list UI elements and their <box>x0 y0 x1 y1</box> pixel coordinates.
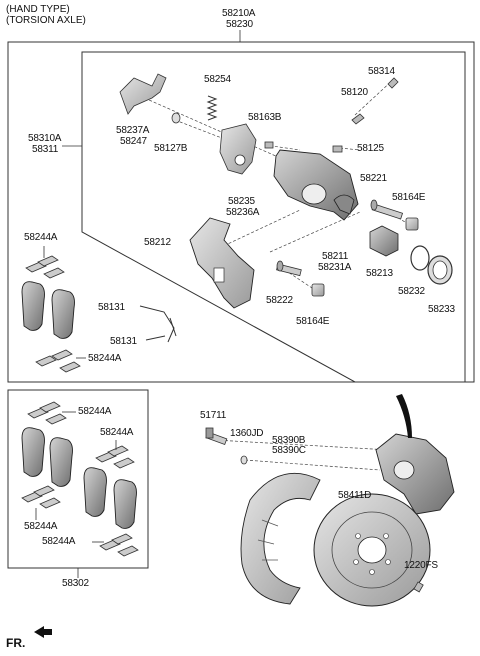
label-58230: 58230 <box>226 19 253 30</box>
disc-screw <box>413 581 424 593</box>
label-58411d: 58411D <box>338 490 372 501</box>
brake-pads-upper <box>21 281 75 339</box>
label-58164e-bottom: 58164E <box>296 316 330 327</box>
guide-pin-upper <box>370 199 404 220</box>
label-58211: 58211 <box>322 251 349 262</box>
label-58244a-1: 58244A <box>24 232 58 243</box>
label-58244a-3: 58244A <box>78 406 112 417</box>
label-58125: 58125 <box>357 143 384 154</box>
boot-58164e-lower <box>311 283 325 297</box>
pad-kit-pads-1 <box>21 427 73 487</box>
label-58244a-5: 58244A <box>24 521 58 532</box>
label-58236a: 58236A <box>226 207 260 218</box>
label-58235: 58235 <box>228 196 255 207</box>
label-58212: 58212 <box>144 237 171 248</box>
caliper-carrier-part <box>189 217 255 309</box>
brake-disc-part <box>313 493 431 607</box>
caliper-assembly-frame <box>7 41 475 383</box>
label-58244a-2: 58244A <box>88 353 122 364</box>
parking-lever-plate <box>219 123 257 175</box>
label-58390b: 58390B <box>272 435 306 446</box>
piston-part <box>369 225 399 257</box>
label-58244a-4: 58244A <box>100 427 134 438</box>
spring-part <box>206 95 218 121</box>
label-1360jd: 1360JD <box>230 428 264 439</box>
pad-shims-lower <box>35 349 86 373</box>
pad-spring-clips <box>139 305 177 343</box>
front-direction-label: FR. <box>6 636 26 650</box>
label-58164e-top: 58164E <box>392 192 426 203</box>
pad-kit-shims-2 <box>95 440 135 469</box>
guide-pin-lower <box>276 260 302 277</box>
caliper-body-part <box>273 149 359 221</box>
label-58311: 58311 <box>32 144 59 155</box>
label-58163b: 58163B <box>248 112 282 123</box>
parking-lever-bracket <box>119 73 167 115</box>
pad-kit-shims-3 <box>21 485 61 520</box>
label-1220fs: 1220FS <box>404 560 438 571</box>
callout-arrow <box>396 394 412 438</box>
boot-58164e-upper <box>405 217 419 231</box>
pad-kit-shims-4 <box>92 533 139 557</box>
label-58231a: 58231A <box>318 262 352 273</box>
label-58222: 58222 <box>266 295 293 306</box>
dust-cover-part <box>240 472 321 605</box>
label-58302: 58302 <box>62 578 89 589</box>
small-washer <box>240 455 248 465</box>
label-58221: 58221 <box>360 173 387 184</box>
label-58127b: 58127B <box>154 143 188 154</box>
carrier-subassembly-frame <box>81 51 466 383</box>
header-line-1: (HAND TYPE) <box>6 4 70 15</box>
pad-shims-upper <box>25 246 65 279</box>
pad-kit-shims-1 <box>27 401 76 425</box>
label-58310a: 58310A <box>28 133 62 144</box>
header-line-2: (TORSION AXLE) <box>6 15 86 26</box>
label-58232: 58232 <box>398 286 425 297</box>
front-direction-arrow <box>34 626 52 638</box>
label-51711: 51711 <box>200 410 227 421</box>
label-58244a-6: 58244A <box>42 536 76 547</box>
label-58314: 58314 <box>368 66 395 77</box>
piston-seal <box>410 245 430 271</box>
washer-part <box>171 112 181 124</box>
bolt-58125 <box>332 145 343 153</box>
label-58210a: 58210A <box>222 8 256 19</box>
label-58131-a: 58131 <box>98 302 125 313</box>
label-58213: 58213 <box>366 268 393 279</box>
cap-58314 <box>387 77 399 89</box>
bolt-58163b <box>264 141 274 149</box>
label-58120: 58120 <box>341 87 368 98</box>
label-58254: 58254 <box>204 74 231 85</box>
label-58247: 58247 <box>120 136 147 147</box>
label-58390c: 58390C <box>272 445 306 456</box>
label-58237a: 58237A <box>116 125 150 136</box>
label-58233: 58233 <box>428 304 455 315</box>
label-58131-b: 58131 <box>110 336 137 347</box>
pad-kit-pads-2 <box>83 467 137 529</box>
caliper-mounting-bolt <box>205 427 228 445</box>
bleeder-58120 <box>351 113 365 125</box>
